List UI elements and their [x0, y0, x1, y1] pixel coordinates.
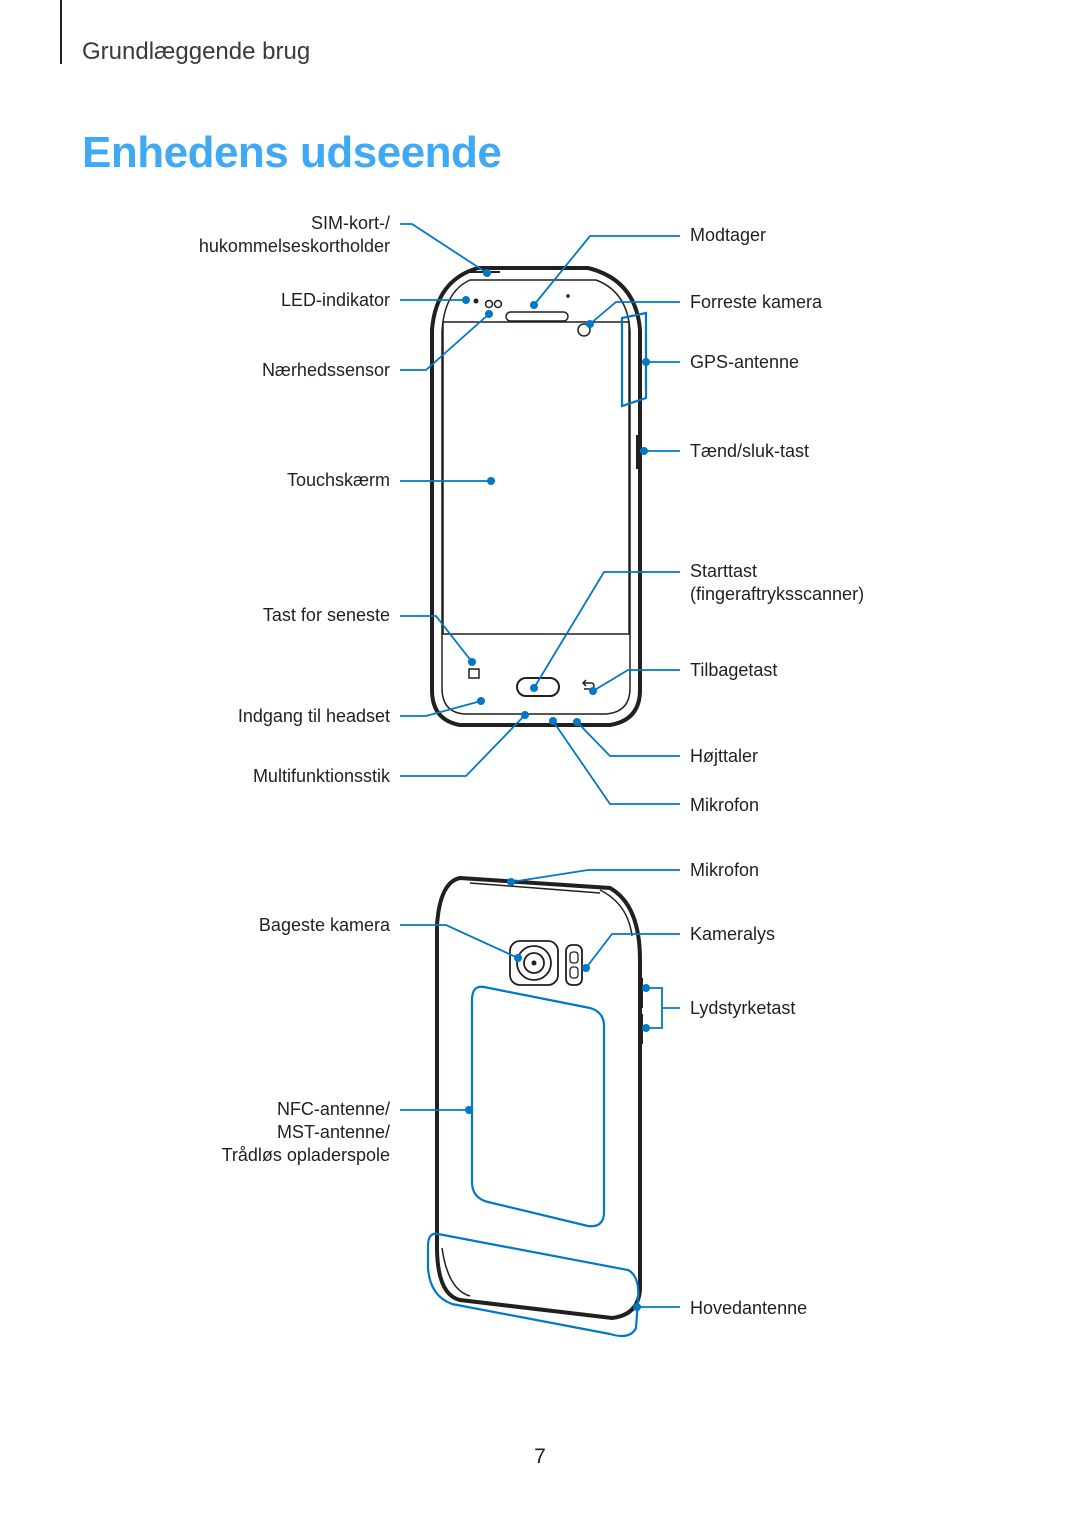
label-speaker: Højttaler — [690, 746, 759, 766]
label-sim-tray: SIM-kort-/ hukommelseskortholder — [198, 213, 390, 256]
label-power-key: Tænd/sluk-tast — [690, 441, 810, 461]
callout-home — [533, 571, 680, 689]
label-flash: Kameralys — [690, 924, 776, 944]
label-microphone-top: Mikrofon — [690, 860, 760, 880]
recent-key-icon — [468, 668, 480, 679]
callout-flash — [585, 933, 680, 969]
callout-speaker — [576, 721, 680, 757]
earpiece-grille — [505, 311, 569, 322]
label-multipurpose-jack: Multifunktionsstik — [252, 766, 390, 786]
label-touchscreen: Touchskærm — [286, 470, 390, 490]
label-earpiece: Modtager — [690, 225, 767, 245]
label-gps-antenna: GPS-antenne — [690, 352, 800, 372]
led-icon — [473, 298, 479, 304]
callout-recent — [400, 615, 473, 663]
flash-housing — [565, 944, 583, 986]
side-rule — [60, 0, 62, 64]
label-main-antenna: Hovedantenne — [690, 1298, 808, 1318]
callout-multipurpose — [400, 714, 526, 777]
callout-mic-top — [510, 869, 680, 883]
gps-antenna-outline — [620, 311, 648, 408]
label-rear-camera: Bageste kamera — [258, 915, 390, 935]
label-headset-jack: Indgang til headset — [237, 706, 390, 726]
home-key-icon — [516, 677, 560, 697]
callout-proximity — [400, 313, 490, 371]
callout-sim — [400, 223, 488, 274]
callout-mic-bottom — [552, 720, 680, 805]
callout-back-key — [592, 669, 680, 692]
label-recent-key: Tast for seneste — [262, 605, 390, 625]
main-antenna-outline — [426, 1232, 640, 1338]
nfc-antenna-outline — [470, 985, 606, 1228]
label-microphone-bottom: Mikrofon — [690, 795, 760, 815]
section-heading: Grundlæggende brug — [82, 38, 311, 65]
callout-rear-camera — [400, 924, 519, 959]
label-proximity-sensor: Nærhedssensor — [261, 360, 390, 380]
label-nfc-antenna: NFC-antenne/ MST-antenne/ Trådløs oplade… — [221, 1099, 390, 1165]
rear-camera-housing — [509, 940, 559, 986]
label-front-camera: Forreste kamera — [690, 292, 823, 312]
front-camera-icon — [577, 323, 591, 337]
callout-headset — [400, 700, 482, 717]
label-back-key: Tilbagetast — [690, 660, 778, 680]
callout-volume — [646, 987, 680, 1029]
label-led-indicator: LED-indikator — [280, 290, 390, 310]
back-phone-illustration — [435, 875, 643, 1321]
label-home-key: Starttast (fingeraftryksscanner) — [690, 561, 865, 604]
callout-earpiece — [533, 235, 680, 306]
page-number: 7 — [534, 1445, 546, 1468]
callout-front-camera — [589, 301, 680, 325]
label-volume-keys: Lydstyrketast — [690, 998, 796, 1018]
page-title: Enhedens udseende — [82, 128, 502, 177]
